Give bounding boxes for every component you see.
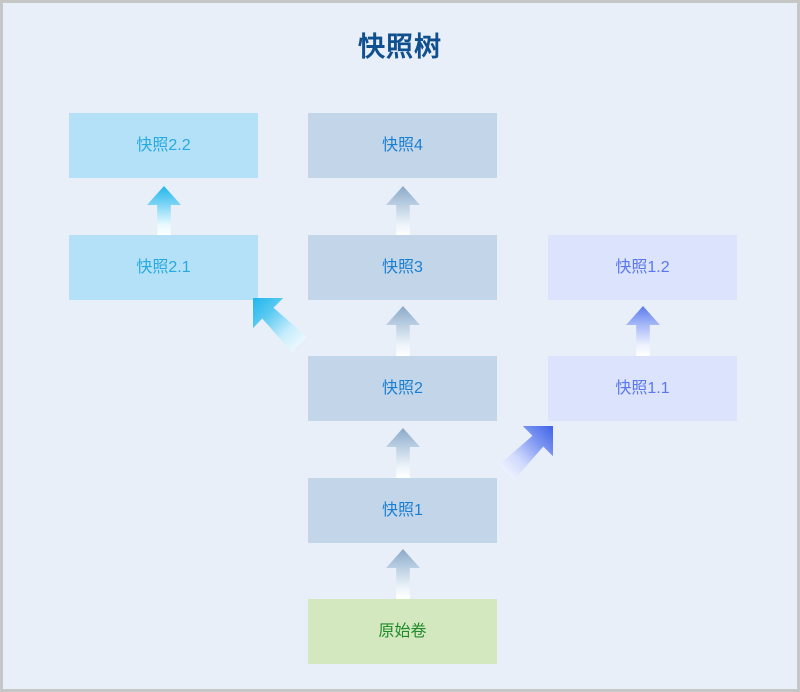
- arrow-upright-branch-to-snapshot-1-1: [499, 426, 553, 480]
- arrow-up-snapshot-2-1-to-2-2: [147, 186, 181, 236]
- node-snapshot-3[interactable]: 快照3: [308, 235, 497, 300]
- node-label: 原始卷: [378, 622, 427, 640]
- node-snapshot-1[interactable]: 快照1: [308, 478, 497, 543]
- arrow-up-original-volume-to-snapshot-1: [386, 549, 420, 599]
- arrow-up-snapshot-1-1-to-1-2: [626, 306, 660, 356]
- node-label: 快照4: [382, 136, 423, 154]
- node-snapshot-2-2[interactable]: 快照2.2: [69, 113, 258, 178]
- arrow-up-snapshot-3-to-4: [386, 186, 420, 236]
- node-snapshot-4[interactable]: 快照4: [308, 113, 497, 178]
- node-snapshot-2[interactable]: 快照2: [308, 356, 497, 421]
- node-label: 快照2.2: [136, 136, 191, 154]
- node-original-volume[interactable]: 原始卷: [308, 599, 497, 664]
- node-label: 快照1.1: [615, 379, 670, 397]
- snapshot-tree-canvas: 快照树 快照2.2 快照2.1 快照4 快照3 快照2 快照1 原始卷 快照1.…: [3, 3, 797, 689]
- node-label: 快照2: [382, 379, 423, 397]
- node-label: 快照1.2: [615, 258, 670, 276]
- node-snapshot-1-1[interactable]: 快照1.1: [548, 356, 737, 421]
- page-title: 快照树: [358, 32, 442, 62]
- arrow-up-snapshot-1-to-2: [386, 428, 420, 478]
- arrow-up-snapshot-2-to-3: [386, 306, 420, 356]
- node-snapshot-1-2[interactable]: 快照1.2: [548, 235, 737, 300]
- node-label: 快照1: [382, 501, 423, 519]
- node-label: 快照3: [382, 258, 423, 276]
- arrow-upleft-branch-to-snapshot-2-1: [253, 298, 307, 352]
- node-label: 快照2.1: [136, 258, 191, 276]
- node-snapshot-2-1[interactable]: 快照2.1: [69, 235, 258, 300]
